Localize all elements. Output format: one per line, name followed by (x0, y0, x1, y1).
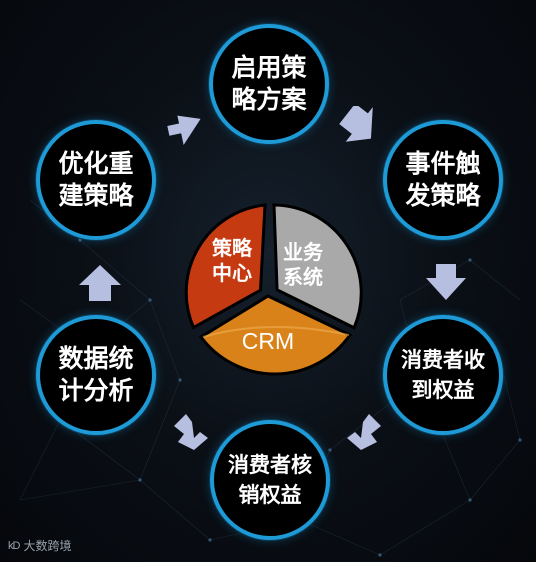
arrow-to-event-trigger-icon (339, 106, 373, 142)
arrow-to-enable-strategy-icon (167, 115, 201, 145)
node-data-analysis: 数据统计分析 (36, 315, 156, 435)
node-consumer-redeem: 消费者核销权益 (210, 420, 330, 540)
watermark: kD 大数跨境 (8, 537, 71, 554)
watermark-logo: kD (8, 539, 20, 552)
arrow-to-consumer-redeem-icon (347, 414, 381, 450)
business-segment (272, 203, 363, 330)
strategy-center-label: 策略 中心 (212, 236, 252, 285)
arrow-to-consumer-receive-icon (426, 264, 466, 300)
watermark-text: 大数跨境 (23, 539, 72, 553)
arrow-to-optimize-strategy-icon (79, 265, 121, 301)
node-event-trigger: 事件触发策略 (383, 120, 503, 240)
business-system-label: 业务 系统 (283, 240, 323, 289)
node-optimize-strategy: 优化重建策略 (36, 120, 156, 240)
strategy-segment (184, 203, 267, 330)
node-consumer-receive: 消费者收到权益 (383, 315, 503, 435)
arrow-to-data-analysis-icon (174, 414, 208, 450)
node-enable-strategy: 启用策略方案 (209, 24, 329, 144)
crm-label: CRM (241, 328, 295, 354)
crm-segment (198, 294, 353, 376)
